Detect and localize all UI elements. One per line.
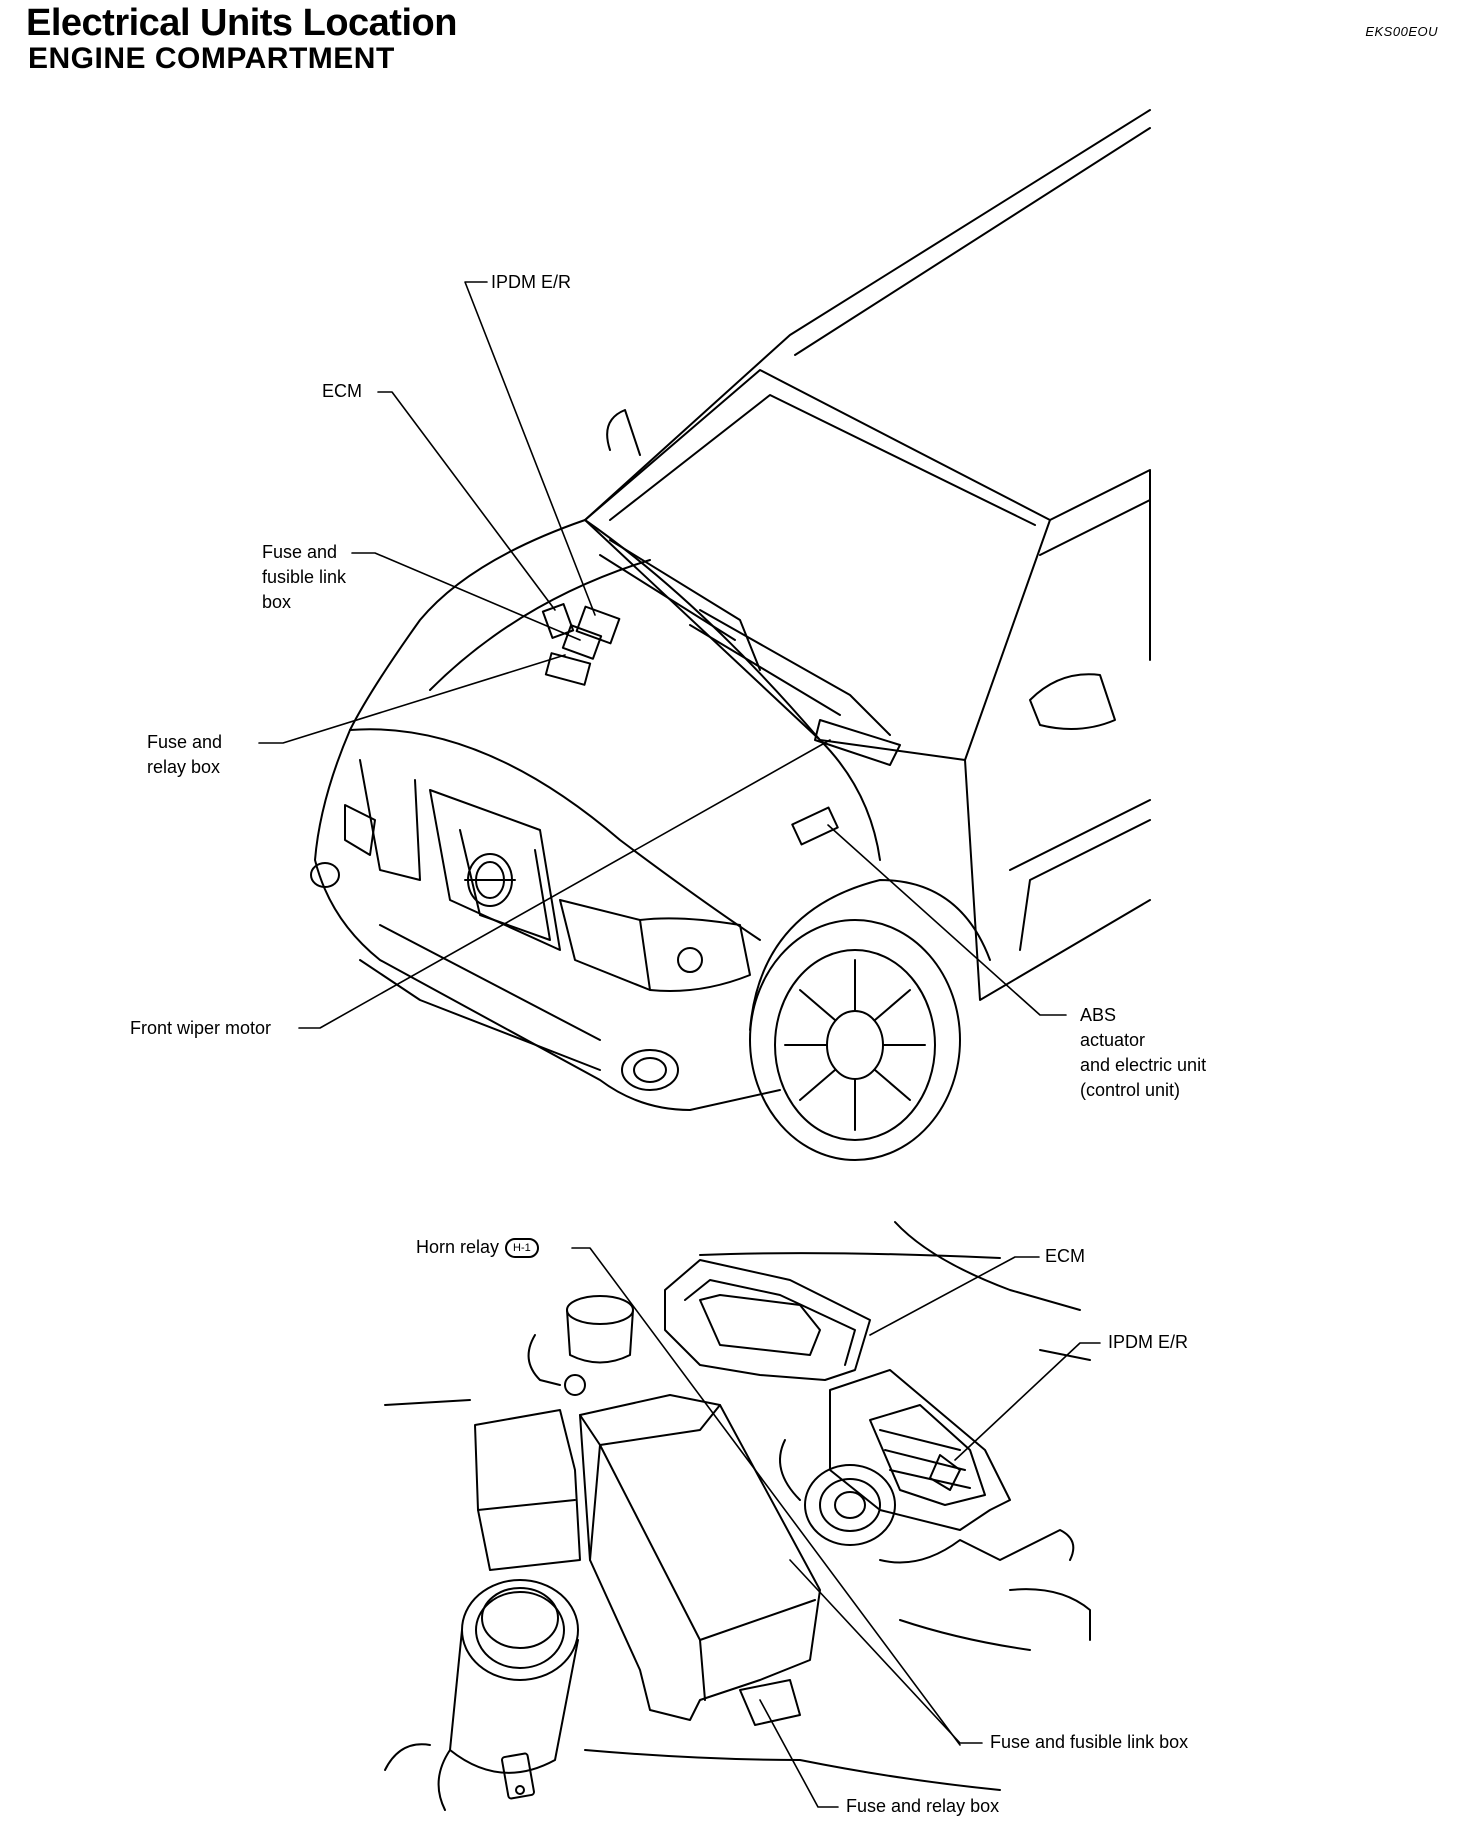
engine-bay-view xyxy=(384,1221,1091,1811)
page-subtitle: ENGINE COMPARTMENT xyxy=(28,42,395,75)
horn-relay-ref-badge: H-1 xyxy=(505,1238,539,1259)
label-ecm-bottom: ECM xyxy=(1045,1246,1085,1266)
label-fuse-relay-box-top: Fuse and relay box xyxy=(147,732,223,777)
vehicle-front-view xyxy=(310,109,1151,1161)
label-fuse-fusible-link-box-bottom: Fuse and fusible link box xyxy=(990,1732,1189,1752)
document-code: EKS00EOU xyxy=(1365,24,1438,39)
label-ipdm-er-bottom: IPDM E/R xyxy=(1108,1332,1189,1352)
upper-leader-lines xyxy=(258,281,1067,1029)
page-title: Electrical Units Location xyxy=(26,2,457,44)
label-fuse-relay-box-bottom: Fuse and relay box xyxy=(846,1796,1000,1816)
label-fuse-fusible-link-box-top: Fuse and fusible link box xyxy=(262,542,347,612)
label-ipdm-er-top: IPDM E/R xyxy=(491,272,572,292)
label-ecm-top: ECM xyxy=(322,381,362,401)
lower-leader-lines xyxy=(571,1247,1101,1808)
horn-relay-text: Horn relay xyxy=(416,1237,500,1257)
label-abs-actuator: ABS actuator and electric unit (control … xyxy=(1080,1005,1207,1100)
label-front-wiper-motor: Front wiper motor xyxy=(130,1018,272,1038)
